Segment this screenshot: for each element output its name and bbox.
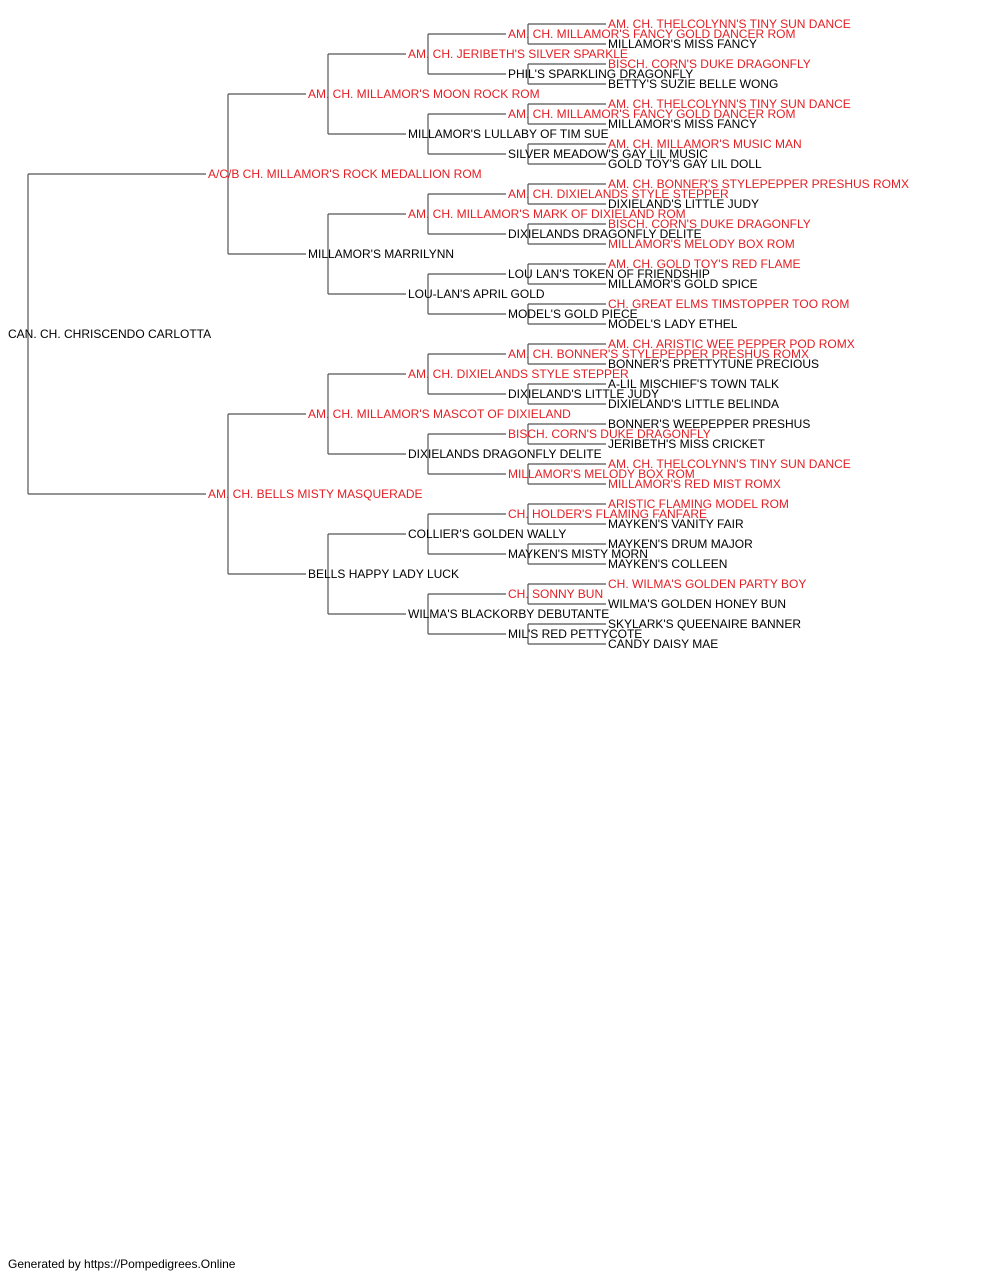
pedigree-entry-gen-5: BISCH. CORN'S DUKE DRAGONFLY xyxy=(608,57,811,71)
pedigree-entry-gen-5: A-LIL MISCHIEF'S TOWN TALK xyxy=(608,377,779,391)
pedigree-entry-gen-5: MILLAMOR'S RED MIST ROMX xyxy=(608,477,781,491)
pedigree-entry-gen-5: MILLAMOR'S GOLD SPICE xyxy=(608,277,758,291)
pedigree-entry-gen-3: MILLAMOR'S LULLABY OF TIM SUE xyxy=(408,127,609,141)
pedigree-entry-gen-4: AM. CH. MILLAMOR'S FANCY GOLD DANCER ROM xyxy=(508,107,795,121)
pedigree-entry-gen-5: MAYKEN'S VANITY FAIR xyxy=(608,517,744,531)
pedigree-entry-gen-2: AM. CH. MILLAMOR'S MASCOT OF DIXIELAND xyxy=(308,407,571,421)
pedigree-entry-gen-4: AM. CH. MILLAMOR'S FANCY GOLD DANCER ROM xyxy=(508,27,795,41)
pedigree-entry-gen-5: MODEL'S LADY ETHEL xyxy=(608,317,738,331)
pedigree-entry-gen-2: AM. CH. MILLAMOR'S MOON ROCK ROM xyxy=(308,87,540,101)
pedigree-entry-gen-3: DIXIELANDS DRAGONFLY DELITE xyxy=(408,447,602,461)
pedigree-entry-gen-5: GOLD TOY'S GAY LIL DOLL xyxy=(608,157,762,171)
pedigree-entry-gen-4: AM. CH. BONNER'S STYLEPEPPER PRESHUS ROM… xyxy=(508,347,809,361)
pedigree-entry-gen-5: AM. CH. BONNER'S STYLEPEPPER PRESHUS ROM… xyxy=(608,177,909,191)
pedigree-entry-gen-2: BELLS HAPPY LADY LUCK xyxy=(308,567,459,581)
pedigree-entry-gen-4: CH. HOLDER'S FLAMING FANFARE xyxy=(508,507,707,521)
pedigree-entry-gen-3: AM. CH. JERIBETH'S SILVER SPARKLE xyxy=(408,47,628,61)
pedigree-entry-gen-5: DIXIELAND'S LITTLE BELINDA xyxy=(608,397,779,411)
pedigree-entry-gen-5: BONNER'S WEEPEPPER PRESHUS xyxy=(608,417,810,431)
pedigree-entry-gen-5: BETTY'S SUZIE BELLE WONG xyxy=(608,77,778,91)
pedigree-entry-gen-5: AM. CH. THELCOLYNN'S TINY SUN DANCE xyxy=(608,457,851,471)
pedigree-entry-gen-4: DIXIELANDS DRAGONFLY DELITE xyxy=(508,227,702,241)
pedigree-entry-gen-5: MILLAMOR'S MISS FANCY xyxy=(608,117,757,131)
footer-credit: Generated by https://Pompedigrees.Online xyxy=(8,1257,236,1271)
pedigree-entry-gen-3: AM. CH. DIXIELANDS STYLE STEPPER xyxy=(408,367,629,381)
pedigree-entry-gen-5: BONNER'S PRETTYTUNE PRECIOUS xyxy=(608,357,819,371)
pedigree-entry-gen-4: SILVER MEADOW'S GAY LIL MUSIC xyxy=(508,147,708,161)
pedigree-entry-gen-5: MILLAMOR'S MISS FANCY xyxy=(608,37,757,51)
pedigree-entry-gen-4: LOU LAN'S TOKEN OF FRIENDSHIP xyxy=(508,267,710,281)
pedigree-entry-gen-5: CH. WILMA'S GOLDEN PARTY BOY xyxy=(608,577,806,591)
pedigree-entry-gen-3: WILMA'S BLACKORBY DEBUTANTE xyxy=(408,607,609,621)
pedigree-entry-gen-5: CH. GREAT ELMS TIMSTOPPER TOO ROM xyxy=(608,297,849,311)
pedigree-entry-gen-5: SKYLARK'S QUEENAIRE BANNER xyxy=(608,617,801,631)
pedigree-entry-gen-5: JERIBETH'S MISS CRICKET xyxy=(608,437,766,451)
pedigree-entry-gen-4: MILLAMOR'S MELODY BOX ROM xyxy=(508,467,695,481)
pedigree-entry-gen-5: DIXIELAND'S LITTLE JUDY xyxy=(608,197,759,211)
pedigree-entry-gen-4: AM. CH. DIXIELANDS STYLE STEPPER xyxy=(508,187,729,201)
pedigree-entry-gen-5: AM. CH. ARISTIC WEE PEPPER POD ROMX xyxy=(608,337,855,351)
pedigree-entry-gen-4: MODEL'S GOLD PIECE xyxy=(508,307,638,321)
pedigree-entry-gen-4: DIXIELAND'S LITTLE JUDY xyxy=(508,387,659,401)
pedigree-entry-gen-4: BISCH. CORN'S DUKE DRAGONFLY xyxy=(508,427,711,441)
pedigree-entry-gen-4: MIL'S RED PETTYCOTE xyxy=(508,627,642,641)
pedigree-entry-gen-5: AM. CH. GOLD TOY'S RED FLAME xyxy=(608,257,801,271)
pedigree-entry-gen-4: PHIL'S SPARKLING DRAGONFLY xyxy=(508,67,693,81)
pedigree-entry-gen-5: AM. CH. THELCOLYNN'S TINY SUN DANCE xyxy=(608,97,851,111)
pedigree-entry-gen-1: A/C/B CH. MILLAMOR'S ROCK MEDALLION ROM xyxy=(208,167,482,181)
pedigree-entry-gen-4: CH. SONNY BUN xyxy=(508,587,603,601)
pedigree-entry-gen-5: ARISTIC FLAMING MODEL ROM xyxy=(608,497,789,511)
pedigree-entry-gen-5: MAYKEN'S COLLEEN xyxy=(608,557,727,571)
pedigree-entry-gen-5: AM. CH. THELCOLYNN'S TINY SUN DANCE xyxy=(608,17,851,31)
pedigree-entry-gen-1: AM. CH. BELLS MISTY MASQUERADE xyxy=(208,487,423,501)
pedigree-entry-gen-3: AM. CH. MILLAMOR'S MARK OF DIXIELAND ROM xyxy=(408,207,686,221)
pedigree-entry-gen-5: MILLAMOR'S MELODY BOX ROM xyxy=(608,237,795,251)
pedigree-entry-gen-5: BISCH. CORN'S DUKE DRAGONFLY xyxy=(608,217,811,231)
pedigree-entry-gen-2: MILLAMOR'S MARRILYNN xyxy=(308,247,454,261)
pedigree-entry-gen-0: CAN. CH. CHRISCENDO CARLOTTA xyxy=(8,327,211,341)
pedigree-entry-gen-5: AM. CH. MILLAMOR'S MUSIC MAN xyxy=(608,137,802,151)
pedigree-entry-gen-3: LOU-LAN'S APRIL GOLD xyxy=(408,287,545,301)
pedigree-entry-gen-5: CANDY DAISY MAE xyxy=(608,637,718,651)
pedigree-entry-gen-3: COLLIER'S GOLDEN WALLY xyxy=(408,527,566,541)
pedigree-entry-gen-4: MAYKEN'S MISTY MORN xyxy=(508,547,648,561)
pedigree-entry-gen-5: WILMA'S GOLDEN HONEY BUN xyxy=(608,597,786,611)
pedigree-entry-gen-5: MAYKEN'S DRUM MAJOR xyxy=(608,537,753,551)
